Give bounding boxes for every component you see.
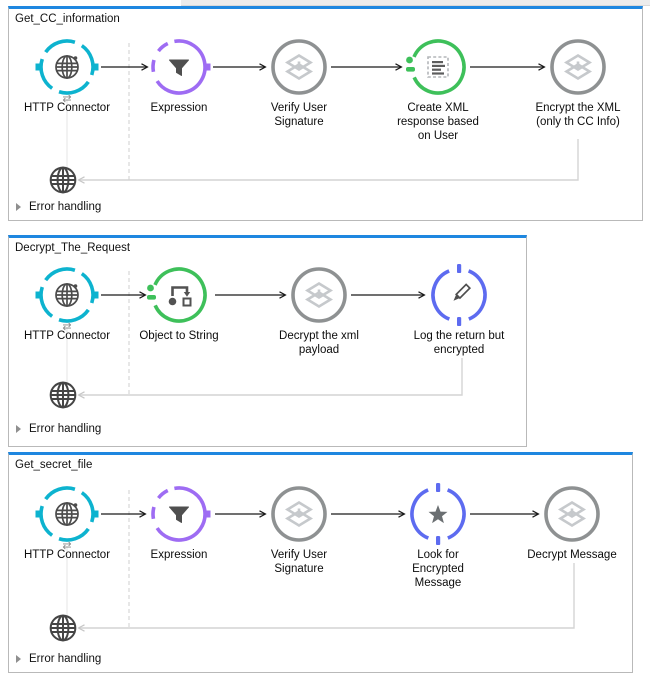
top-dash bbox=[457, 264, 462, 273]
node-http-connector[interactable]: ⇄ bbox=[35, 482, 99, 552]
processor-icon bbox=[286, 54, 312, 80]
outbound-port bbox=[203, 510, 211, 518]
node-label: Verify User Signature bbox=[270, 102, 328, 128]
error-handling-section[interactable]: Error handling bbox=[16, 200, 101, 214]
node-label: Verify User Signature bbox=[270, 549, 328, 575]
flow-container-decrypt-the-request: Decrypt_The_Request ⇄ bbox=[8, 235, 527, 447]
node-create-xml-response[interactable] bbox=[406, 35, 470, 99]
node-label: Look for Encrypted Message bbox=[412, 549, 464, 589]
inbound-port bbox=[35, 63, 43, 71]
node-label: Object to String bbox=[139, 330, 219, 342]
processor-icon bbox=[559, 501, 585, 527]
node-expression[interactable] bbox=[147, 482, 211, 546]
flow-container-get-secret-file: Get_secret_file ⇄ bbox=[8, 452, 633, 673]
response-return-path bbox=[79, 139, 579, 180]
node-http-connector[interactable]: ⇄ bbox=[35, 35, 99, 105]
processor-icon bbox=[306, 282, 332, 308]
inbound-port bbox=[35, 291, 43, 299]
globe-dot bbox=[73, 56, 78, 60]
error-handling-label: Error handling bbox=[29, 653, 102, 665]
globe-icon bbox=[49, 381, 77, 409]
flow-container-get-cc-information: Get_CC_information ⇄ bbox=[8, 6, 643, 221]
node-verify-user-signature[interactable] bbox=[267, 482, 331, 546]
node-decrypt-xml-payload[interactable] bbox=[287, 263, 351, 327]
globe-dot bbox=[73, 284, 78, 288]
exchange-icon: ⇄ bbox=[62, 539, 71, 552]
node-label: HTTP Connector bbox=[23, 549, 111, 561]
globe-icon bbox=[49, 166, 77, 194]
expander-triangle-icon[interactable] bbox=[16, 655, 21, 663]
node-label: Log the return but encrypted bbox=[413, 330, 505, 356]
star-icon bbox=[428, 505, 448, 524]
globe-dot bbox=[73, 503, 78, 507]
flow-title: Get_CC_information bbox=[15, 13, 120, 25]
processor-icon bbox=[286, 501, 312, 527]
bottom-dash bbox=[457, 317, 462, 326]
editor-tab-strip bbox=[181, 0, 650, 6]
document-lines-icon bbox=[432, 61, 445, 75]
transformer-icon bbox=[168, 286, 192, 307]
expander-triangle-icon[interactable] bbox=[16, 203, 21, 211]
node-http-connector[interactable]: ⇄ bbox=[35, 263, 99, 333]
document-outline bbox=[427, 56, 449, 78]
node-object-to-string[interactable] bbox=[147, 263, 211, 327]
error-handling-section[interactable]: Error handling bbox=[16, 652, 101, 666]
node-decrypt-message[interactable] bbox=[540, 482, 604, 546]
input-dash bbox=[406, 67, 415, 72]
inbound-port bbox=[35, 510, 43, 518]
outbound-port bbox=[203, 63, 211, 71]
filter-icon bbox=[169, 506, 189, 523]
globe-icon bbox=[49, 614, 77, 642]
node-encrypt-xml[interactable] bbox=[546, 35, 610, 99]
flow-title: Get_secret_file bbox=[15, 459, 93, 471]
node-look-for-encrypted-message[interactable] bbox=[406, 482, 470, 546]
top-dash bbox=[436, 483, 441, 492]
error-handling-label: Error handling bbox=[29, 423, 102, 435]
node-label: Expression bbox=[150, 102, 208, 114]
error-handling-label: Error handling bbox=[29, 201, 102, 213]
node-label: HTTP Connector bbox=[23, 102, 111, 114]
input-dot bbox=[406, 56, 413, 64]
node-label: HTTP Connector bbox=[23, 330, 111, 342]
node-verify-user-signature[interactable] bbox=[267, 35, 331, 99]
outbound-port bbox=[91, 291, 99, 299]
node-label: Decrypt the xml payload bbox=[279, 330, 359, 356]
node-label: Create XML response based on User bbox=[397, 102, 479, 142]
response-return-path bbox=[79, 358, 463, 395]
exchange-icon: ⇄ bbox=[62, 320, 71, 333]
node-expression[interactable] bbox=[147, 35, 211, 99]
node-logger[interactable] bbox=[427, 263, 491, 327]
outbound-port bbox=[91, 63, 99, 71]
node-label: Encrypt the XML (only th CC Info) bbox=[535, 102, 621, 128]
outbound-port bbox=[91, 510, 99, 518]
expander-triangle-icon[interactable] bbox=[16, 425, 21, 433]
flow-title: Decrypt_The_Request bbox=[15, 242, 131, 254]
exchange-icon: ⇄ bbox=[62, 92, 71, 105]
processor-icon bbox=[565, 54, 591, 80]
bottom-dash bbox=[436, 536, 441, 545]
node-label: Expression bbox=[150, 549, 208, 561]
pencil-icon bbox=[453, 283, 472, 301]
input-dash bbox=[147, 295, 156, 300]
input-dot bbox=[147, 284, 154, 292]
error-handling-section[interactable]: Error handling bbox=[16, 422, 101, 436]
filter-icon bbox=[169, 59, 189, 76]
node-label: Decrypt Message bbox=[527, 549, 617, 561]
